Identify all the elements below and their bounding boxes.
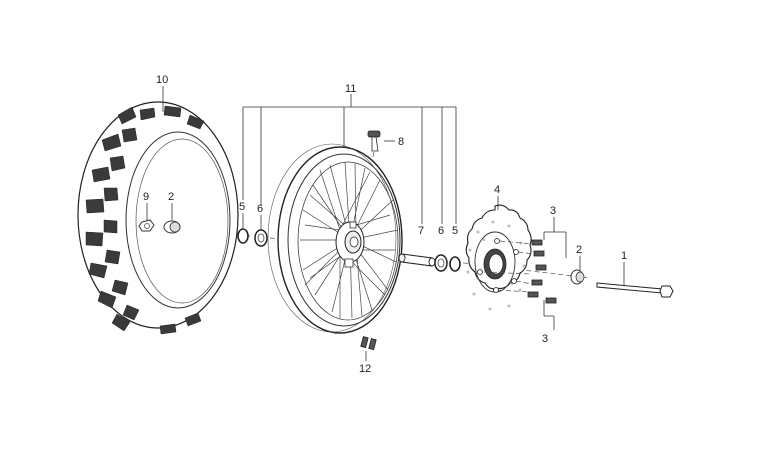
wheel-spokes xyxy=(300,161,399,319)
callout-12: 12 xyxy=(359,363,371,375)
balance-weight-12 xyxy=(360,336,377,351)
distance-collar-7 xyxy=(398,253,436,267)
callout-7: 7 xyxy=(418,225,424,237)
callout-6-right: 6 xyxy=(438,225,444,237)
callout-3-lower: 3 xyxy=(542,333,548,345)
nut-9 xyxy=(138,219,155,232)
callout-5-left: 5 xyxy=(239,201,245,213)
callout-5-right: 5 xyxy=(452,225,458,237)
callout-11: 11 xyxy=(345,83,356,95)
callout-9: 9 xyxy=(143,191,149,203)
brake-disc-4 xyxy=(465,204,532,311)
callout-10: 10 xyxy=(156,74,168,86)
callout-2-left: 2 xyxy=(168,191,174,203)
tire-valve-8 xyxy=(367,130,381,163)
callout-2-right: 2 xyxy=(576,244,582,256)
oil-seal-5-left xyxy=(237,228,249,244)
bearing-6-left xyxy=(254,229,268,247)
tire-tread xyxy=(85,105,205,335)
bearing-6-right xyxy=(434,254,448,272)
wheel-rim xyxy=(267,143,403,334)
spacer-2-left xyxy=(163,220,181,234)
callout-4: 4 xyxy=(494,184,500,196)
disc-bolts-3 xyxy=(483,239,557,304)
callout-8: 8 xyxy=(398,136,404,148)
callout-1: 1 xyxy=(621,250,627,262)
disc-holes xyxy=(466,220,526,311)
tire xyxy=(77,101,239,335)
leader-lines xyxy=(146,86,625,361)
callout-6-left: 6 xyxy=(257,203,263,215)
callout-3-upper: 3 xyxy=(550,205,556,217)
spacer-2-right xyxy=(570,269,585,285)
wheel-axle-1 xyxy=(596,282,674,298)
oil-seal-5-right xyxy=(449,256,461,272)
